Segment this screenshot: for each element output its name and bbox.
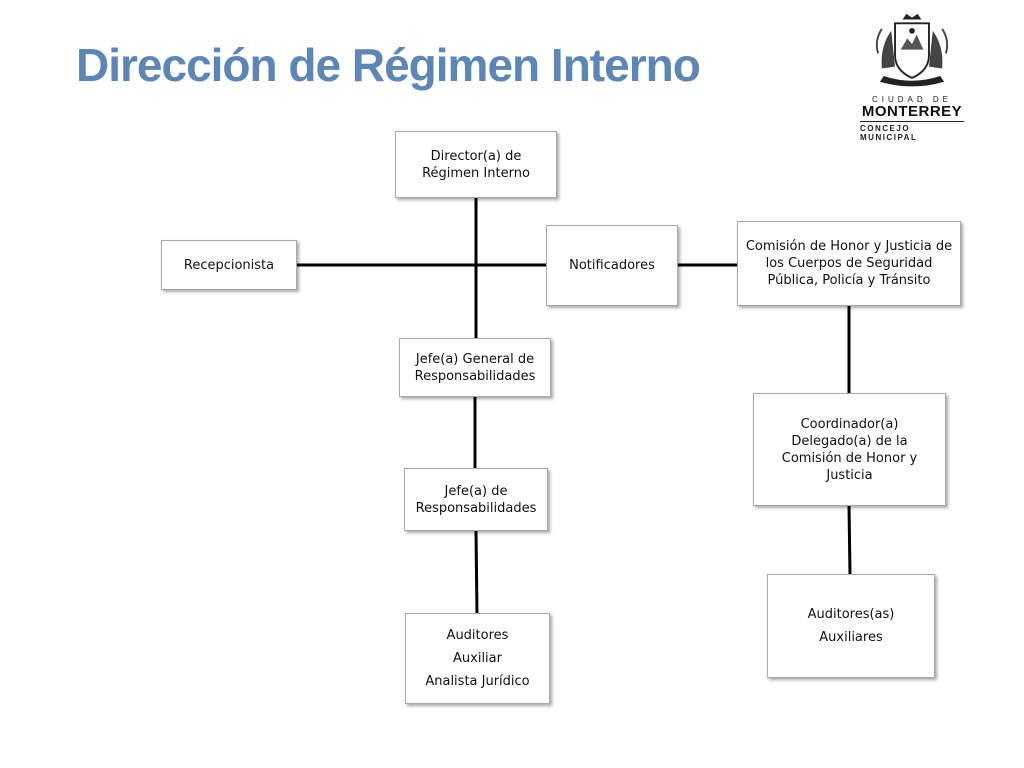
node-comision: Comisión de Honor y Justicia de los Cuer… — [737, 221, 961, 306]
node-jefe-general-label: Jefe(a) General de Responsabilidades — [414, 351, 536, 384]
coat-of-arms-icon — [875, 13, 949, 87]
node-coordinador-label: Coordinador(a) Delegado(a) de la Comisió… — [781, 416, 918, 483]
auditores-left-item: Auditores — [446, 628, 509, 643]
logo-city-name: MONTERREY — [861, 103, 963, 120]
page-title: Dirección de Régimen Interno — [76, 39, 701, 91]
node-comision-label: Comisión de Honor y Justicia de los Cuer… — [745, 239, 953, 288]
node-auditores-right: Auditores(as) Auxiliares — [767, 574, 935, 678]
monterrey-logo: CIUDAD DE MONTERREY CONCEJO MUNICIPAL — [860, 12, 964, 142]
connector-coordinador-down — [847, 505, 852, 575]
node-notificadores-label: Notificadores — [569, 258, 655, 273]
logo-council-name: CONCEJO MUNICIPAL — [860, 121, 964, 142]
node-auditores-left: Auditores Auxiliar Analista Jurídico — [405, 613, 550, 704]
node-recepcionista: Recepcionista — [161, 240, 297, 290]
node-jefe: Jefe(a) de Responsabilidades — [404, 468, 548, 531]
node-notificadores: Notificadores — [546, 225, 678, 306]
logo-city-prefix: CIUDAD DE — [871, 95, 952, 104]
auditores-right-item: Auxiliares — [819, 630, 883, 645]
node-director: Director(a) de Régimen Interno — [395, 131, 557, 198]
node-jefe-label: Jefe(a) de Responsabilidades — [415, 483, 537, 516]
node-jefe-general: Jefe(a) General de Responsabilidades — [399, 338, 551, 397]
auditores-right-item: Auditores(as) — [807, 607, 895, 622]
auditores-left-item: Analista Jurídico — [425, 674, 530, 689]
node-coordinador: Coordinador(a) Delegado(a) de la Comisió… — [753, 393, 946, 506]
node-director-label: Director(a) de Régimen Interno — [422, 148, 530, 181]
auditores-left-item: Auxiliar — [453, 651, 502, 666]
connector-jefe-down — [474, 530, 479, 615]
node-recepcionista-label: Recepcionista — [183, 257, 275, 273]
